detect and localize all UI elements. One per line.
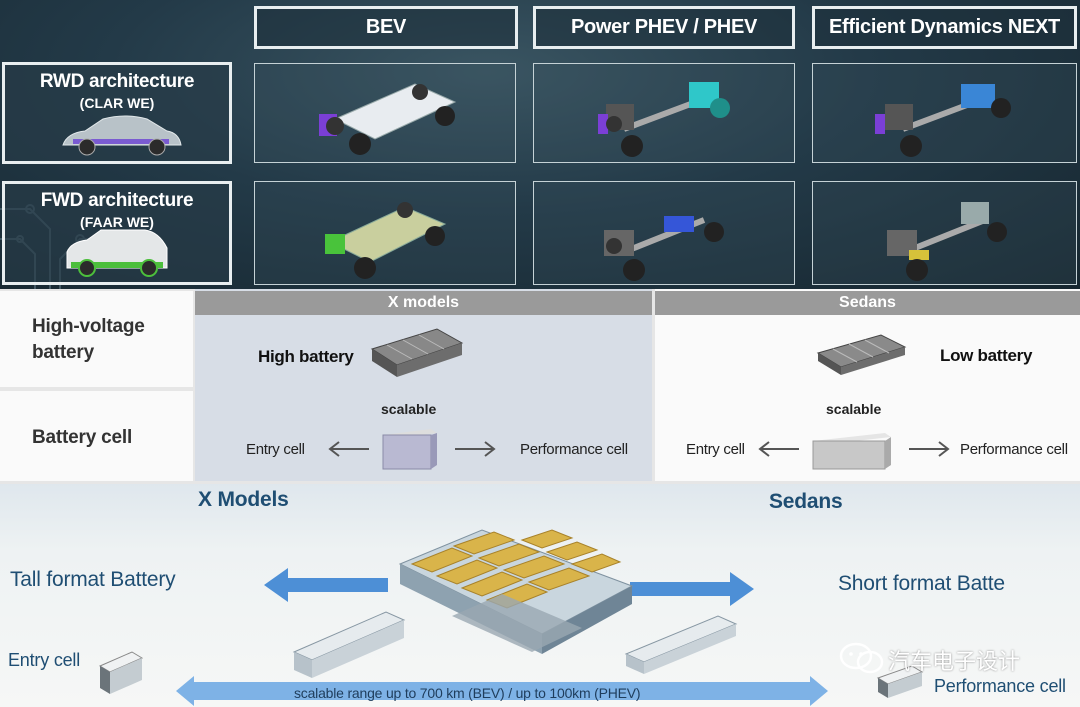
row-label-hv-battery-bg [0,291,193,387]
high-battery-label: High battery [258,347,354,367]
sedans-cell-icon [811,425,893,473]
x-arrow-right-icon [453,439,499,459]
entry-cell-slide-label: Entry cell [8,650,80,671]
short-module-image [622,608,740,682]
high-battery-icon [367,319,467,381]
x-entry-cell-label: Entry cell [246,441,305,458]
label-hv-line2: battery [32,342,94,364]
tall-format-arrow-icon [264,568,388,602]
x-performance-cell-label: Performance cell [520,441,628,458]
x-arrow-left-icon [325,439,371,459]
battery-table: High-voltage battery Battery cell X mode… [0,289,1080,484]
short-format-arrow-icon [630,572,754,606]
chassis-image-fwd-phev [533,181,795,285]
suv-car-icon [5,184,229,282]
sedans-scalable-label: scalable [826,401,881,417]
row-header-rwd: RWD architecture (CLAR WE) [2,62,232,164]
low-battery-icon [813,325,909,381]
slide-x-models-title: X Models [198,488,289,512]
sedans-arrow-left-icon [755,439,801,459]
tall-format-label: Tall format Battery [10,568,175,592]
x-cell-icon [381,425,439,473]
sedans-header: Sedans [655,291,1080,315]
chassis-image-rwd-bev [254,63,516,163]
sedans-arrow-right-icon [907,439,953,459]
column-header-bev: BEV [254,6,518,49]
range-text: scalable range up to 700 km (BEV) / up t… [294,685,640,701]
column-header-phev: Power PHEV / PHEV [533,6,795,49]
slide-sedans-title: Sedans [769,490,843,514]
watermark-text: 汽车电子设计 [888,644,1020,676]
battery-slide-photo: X Models Sedans Tall format Battery Shor… [0,484,1080,707]
chassis-image-rwd-efficient-dynamics [812,63,1077,163]
performance-cell-slide-label: Performance cell [934,676,1066,697]
chassis-image-fwd-bev [254,181,516,285]
tall-module-image [290,604,408,682]
x-scalable-label: scalable [381,401,436,417]
short-format-label: Short format Batte [838,572,1005,596]
x-models-panel: X models High battery scalable Entry cel… [195,289,652,481]
sedan-car-icon [5,65,229,161]
column-header-efficient-dynamics: Efficient Dynamics NEXT [812,6,1077,49]
sedans-panel: Sedans Low battery scalable Entry cell P… [655,289,1080,481]
label-battery-cell: Battery cell [32,427,132,449]
label-hv-line1: High-voltage [32,316,145,338]
wechat-logo-icon [838,642,886,674]
sedans-entry-cell-label: Entry cell [686,441,745,458]
battery-pack-image [392,524,642,684]
low-battery-label: Low battery [940,346,1032,366]
chassis-image-fwd-efficient-dynamics [812,181,1077,285]
architecture-matrix: BEV Power PHEV / PHEV Efficient Dynamics… [0,0,1080,289]
x-models-header: X models [195,291,652,315]
sedans-performance-cell-label: Performance cell [960,441,1068,458]
row-header-fwd: FWD architecture (FAAR WE) [2,181,232,285]
chassis-image-rwd-phev [533,63,795,163]
entry-cell-image [96,646,146,698]
